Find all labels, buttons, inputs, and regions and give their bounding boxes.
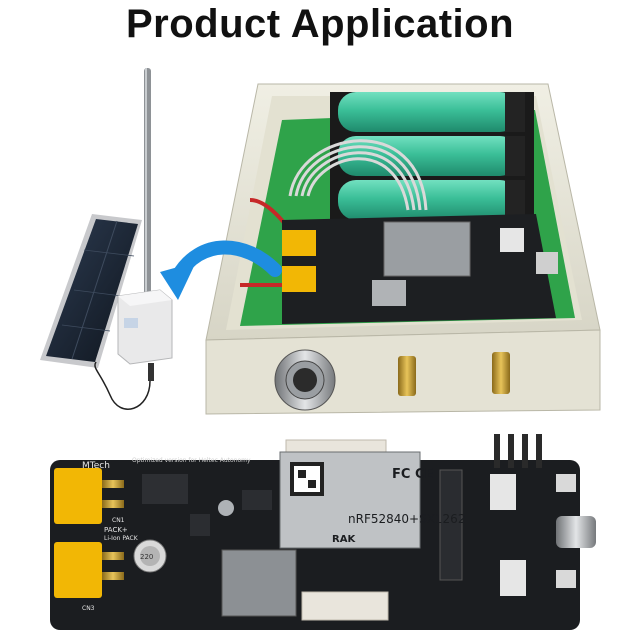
brand-label: MTech [82, 461, 110, 471]
pin-header [494, 434, 542, 468]
solar-panel-icon [40, 214, 142, 368]
module-maker: RAK [332, 534, 356, 545]
fcc-mark: FC CE [392, 467, 433, 482]
node-device [94, 289, 173, 410]
pointer-arrow-icon [160, 240, 282, 300]
cn1-label: CN1 [112, 517, 125, 524]
ribbon-cable [288, 139, 428, 211]
li-ion-label: Li-Ion PACK [104, 535, 139, 542]
board-note: Optimized version for Heltec Autonomy [132, 457, 251, 464]
capacitor-label: 220 [140, 553, 153, 561]
antenna-icon [144, 68, 151, 298]
pack-label: PACK+ [104, 526, 128, 534]
cn3-label: CN3 [82, 605, 95, 612]
inner-pcb [282, 214, 558, 324]
page-title: Product Application [125, 2, 514, 46]
main-board [50, 434, 596, 630]
module-part-number: nRF52840+SX1262 [348, 512, 465, 526]
